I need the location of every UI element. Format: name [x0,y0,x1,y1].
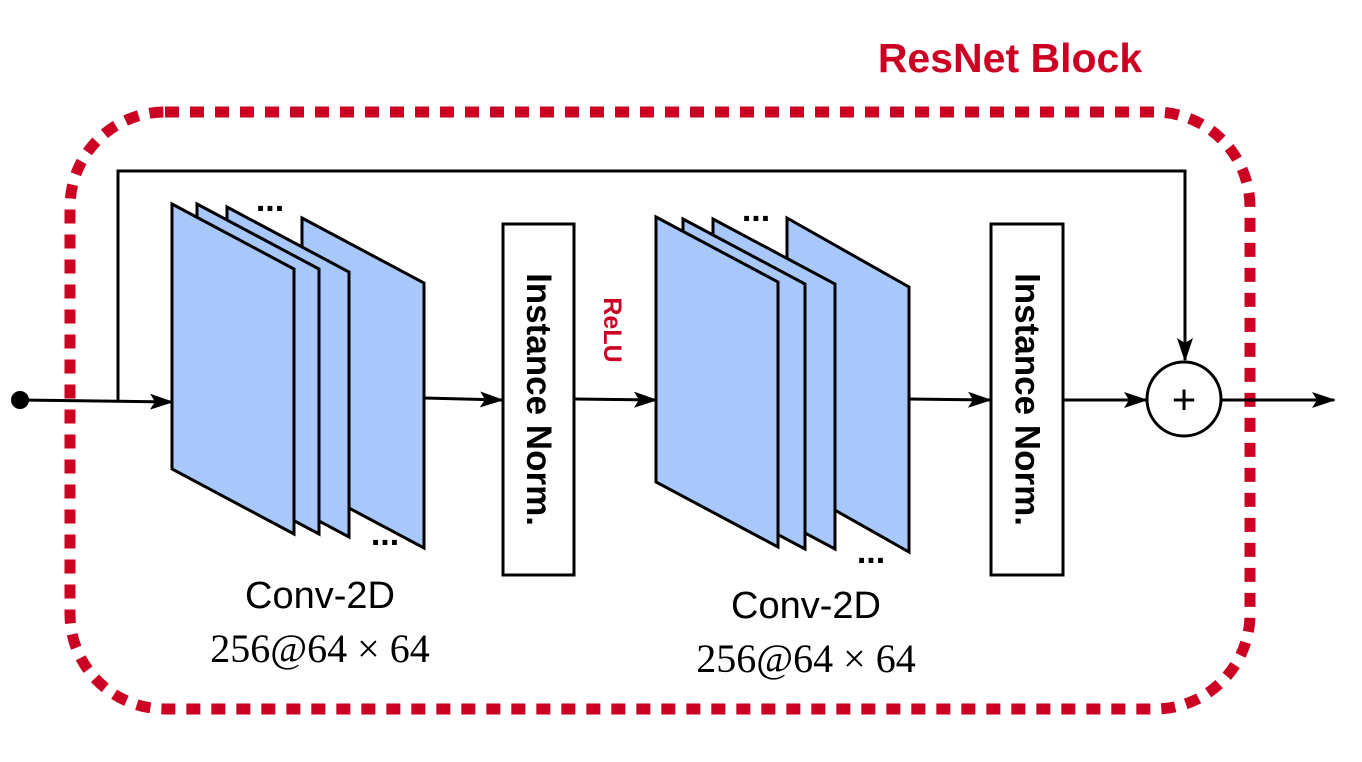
feature-map [654,214,780,550]
ellipsis-top: ... [256,181,284,219]
resnet-block-boundary [64,106,1256,715]
ellipsis-bottom: ... [371,515,399,553]
conv-layer-1: ... ... [170,181,426,553]
arrow-norm1-to-conv2 [573,391,658,408]
conv1-dims: 256@64 × 64 [210,626,429,671]
instance-norm-2-label: Instance Norm. [1008,273,1047,526]
sum-node: + [1145,360,1223,438]
conv1-label: Conv-2D [245,575,395,617]
feature-map [170,201,296,537]
arrow-input-to-conv1 [19,393,174,410]
instance-norm-1 [501,222,576,577]
block-title: ResNet Block [878,35,1143,81]
plus-icon: + [1172,376,1197,423]
arrow-conv2-to-norm2 [907,391,992,408]
skip-connection [116,169,1193,400]
arrow-conv1-to-norm1 [423,391,504,408]
ellipsis-bottom: ... [857,533,885,571]
conv-layer-2: ... ... [654,191,911,571]
instance-norm-1-label: Instance Norm. [519,273,558,526]
relu-label: ReLU [598,297,626,362]
conv2-dims: 256@64 × 64 [696,636,915,681]
instance-norm-2 [989,222,1065,577]
conv2-label: Conv-2D [731,585,881,627]
ellipsis-top: ... [742,191,770,229]
